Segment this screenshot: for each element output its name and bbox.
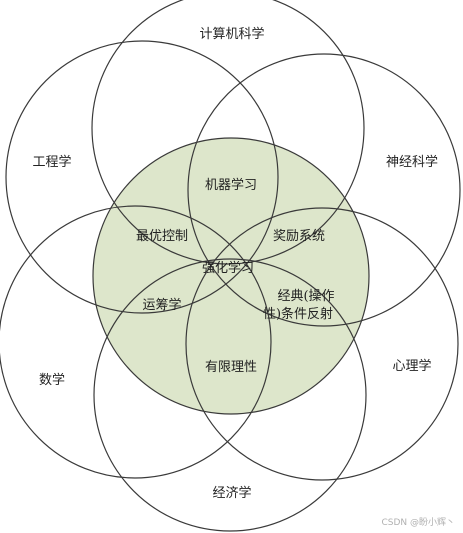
label-mathematics: 数学 — [39, 372, 65, 388]
circle-mathematics — [0, 205, 272, 479]
label-psychology: 心理学 — [392, 358, 431, 374]
circle-neuroscience — [187, 53, 461, 327]
circle-engineering — [5, 40, 279, 314]
label-reinforcement-learning: 强化学习 — [202, 260, 254, 276]
circle-psychology — [185, 207, 459, 481]
label-machine-learning: 机器学习 — [205, 177, 257, 193]
label-computer-science: 计算机科学 — [199, 26, 264, 42]
label-operations-research: 运筹学 — [142, 297, 181, 313]
watermark-text: CSDN @盼小辉丶 — [381, 517, 455, 528]
label-classical-conditioning-line1: 经典(操作 — [277, 288, 334, 304]
label-reward-system: 奖励系统 — [273, 229, 325, 244]
circle-computer-science — [91, 0, 365, 265]
label-economics: 经济学 — [212, 485, 251, 501]
circle-economics — [93, 258, 367, 532]
label-engineering: 工程学 — [32, 154, 71, 170]
label-optimal-control: 最优控制 — [136, 229, 188, 244]
label-bounded-rationality: 有限理性 — [205, 360, 257, 375]
circle-reinforcement-learning — [92, 137, 370, 415]
label-classical-conditioning-line2: 性)条件反射 — [263, 306, 333, 322]
label-neuroscience: 神经科学 — [386, 154, 438, 170]
